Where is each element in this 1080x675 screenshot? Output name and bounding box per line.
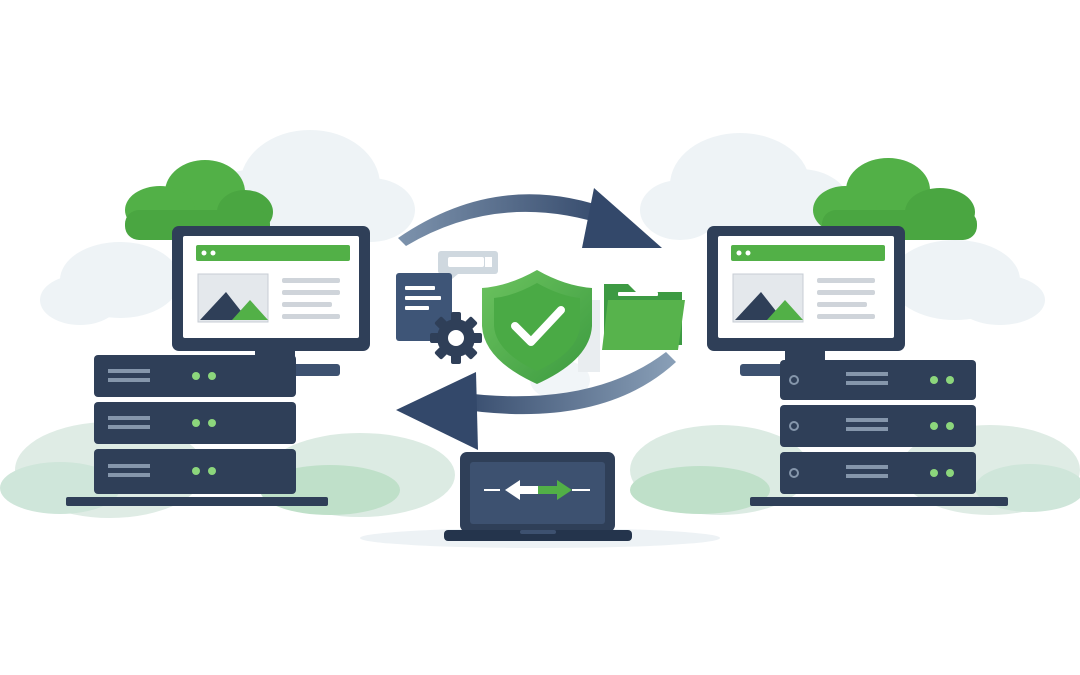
shield-check-icon bbox=[482, 270, 592, 384]
monitor-icon bbox=[172, 226, 370, 376]
transfer-arrows-icon bbox=[484, 480, 590, 500]
background-clouds bbox=[40, 130, 1045, 400]
monitor-icon bbox=[707, 226, 905, 376]
cloud-icon bbox=[813, 158, 977, 240]
server-rack-icon bbox=[750, 360, 1008, 506]
laptop-icon bbox=[444, 452, 632, 541]
gear-icon bbox=[430, 312, 482, 364]
sync-arrows-icon bbox=[396, 188, 676, 450]
server-rack-icon bbox=[66, 355, 328, 506]
